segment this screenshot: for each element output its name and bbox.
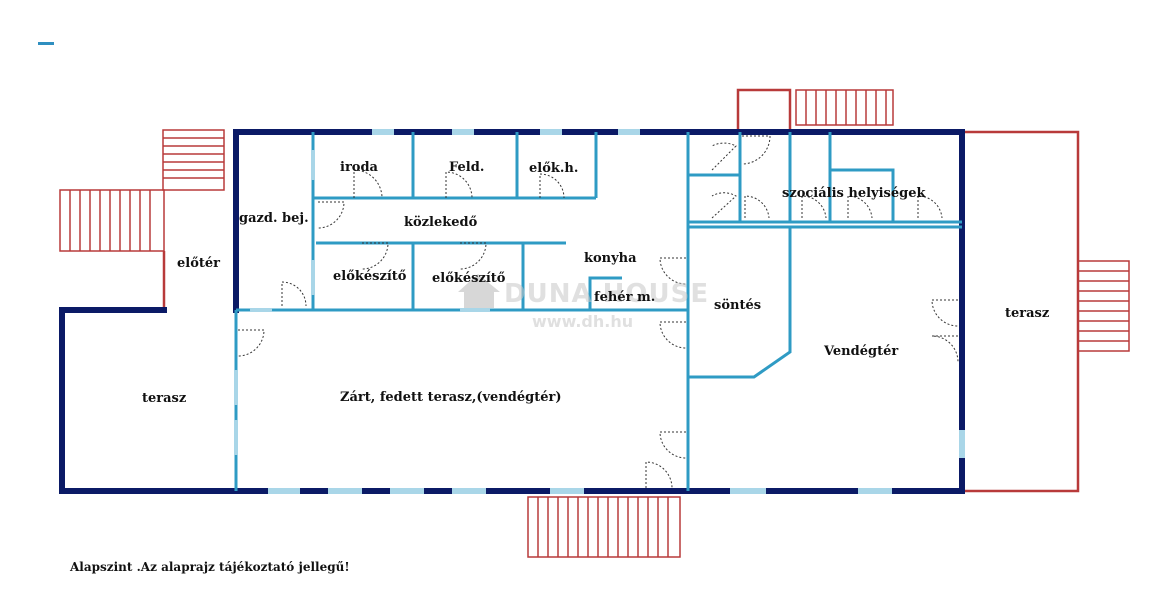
room-label-gazd-bej: gazd. bej.: [239, 211, 309, 226]
watermark-brand: DUNA HOUSE: [504, 279, 709, 309]
stair-left: [59, 189, 165, 252]
plan-caption: Alapszint .Az alaprajz tájékoztató jelle…: [69, 560, 350, 574]
stair-bottom: [527, 496, 681, 558]
stair-right: [1077, 260, 1130, 352]
windows: [268, 129, 965, 494]
stair-top-left: [162, 129, 225, 191]
room-label-elok-h: elők.h.: [529, 161, 578, 176]
room-label-eloter: előtér: [177, 256, 220, 271]
room-labels: iroda Feld. elők.h. gazd. bej. közlekedő…: [142, 160, 1049, 406]
room-label-vendegter: Vendégtér: [823, 344, 898, 359]
room-label-konyha: konyha: [584, 251, 637, 266]
corner-dash-mark: [38, 42, 54, 45]
inner-windows: [234, 150, 490, 455]
stair-top-center: [795, 89, 894, 126]
room-label-zart-terasz: Zárt, fedett terasz,(vendégtér): [340, 390, 562, 405]
room-label-szocialis: szociális helyiségek: [782, 186, 926, 201]
room-label-feld: Feld.: [449, 160, 484, 175]
room-label-feher-m: fehér m.: [594, 290, 655, 305]
house-logo-icon: [458, 274, 500, 308]
doors: [237, 135, 959, 489]
room-label-sontes: söntés: [714, 298, 761, 313]
room-label-kozlekedo: közlekedő: [404, 215, 478, 230]
room-label-terasz-left: terasz: [142, 391, 186, 406]
room-label-iroda: iroda: [340, 160, 379, 175]
room-label-elokeszito-1: előkészítő: [333, 269, 407, 284]
room-label-elokeszito-2: előkészítő: [432, 271, 506, 286]
watermark-url: www.dh.hu: [532, 312, 633, 331]
stairs: [59, 88, 1130, 558]
room-label-terasz-right: terasz: [1005, 306, 1049, 321]
outer-walls: [59, 129, 965, 494]
watermark: DUNA HOUSE www.dh.hu: [458, 274, 709, 331]
